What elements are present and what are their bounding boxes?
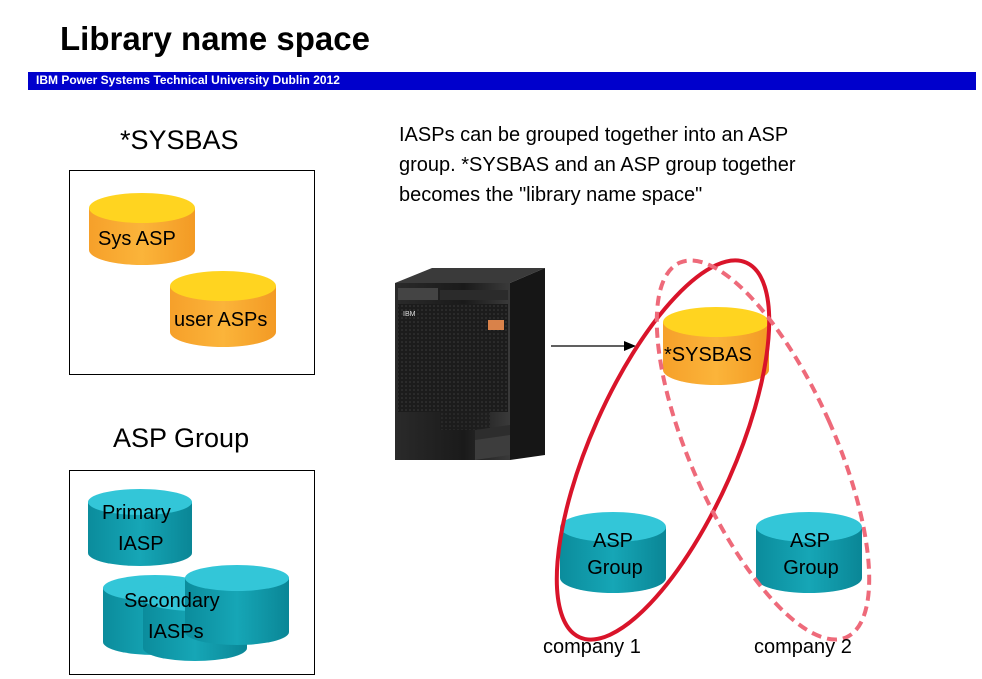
- company1-namespace-outline: [554, 258, 772, 642]
- user-asps-cylinder: [170, 271, 276, 347]
- secondary-iasp-cylinder-3: [185, 565, 289, 645]
- primary-iasp-cylinder: [88, 489, 192, 566]
- secondary-label-2: IASPs: [148, 621, 204, 643]
- primary-label-2: IASP: [118, 533, 164, 555]
- sysbas-cylinder: [663, 307, 769, 385]
- sys-asp-label: Sys ASP: [98, 228, 176, 250]
- arrow-server-to-sysbas: [551, 341, 636, 351]
- sysbas-heading: *SYSBAS: [120, 125, 239, 155]
- banner-text: IBM Power Systems Technical University D…: [36, 73, 340, 87]
- asp-group-cylinder-1: [560, 512, 666, 593]
- group2-label-1: ASP: [790, 530, 830, 552]
- group1-label-1: ASP: [593, 530, 633, 552]
- page-title: Library name space: [60, 20, 370, 57]
- asp-group-heading: ASP Group: [113, 423, 250, 453]
- company2-namespace-outline: [654, 258, 872, 642]
- sysbas-diagram-label: *SYSBAS: [664, 344, 752, 366]
- company2-label: company 2: [754, 636, 852, 658]
- sys-asp-cylinder: [89, 193, 195, 265]
- event-banner: IBM Power Systems Technical University D…: [28, 72, 976, 90]
- group1-label-2: Group: [587, 557, 643, 579]
- description-text: IASPs can be grouped together into an AS…: [399, 124, 796, 206]
- company1-label: company 1: [543, 636, 641, 658]
- user-asps-label: user ASPs: [174, 309, 267, 331]
- primary-label-1: Primary: [102, 502, 171, 524]
- server-brand: IBM: [403, 311, 416, 318]
- server-icon: IBM: [395, 268, 545, 460]
- secondary-label-1: Secondary: [124, 590, 220, 612]
- group2-label-2: Group: [783, 557, 839, 579]
- asp-group-cylinder-2: [756, 512, 862, 593]
